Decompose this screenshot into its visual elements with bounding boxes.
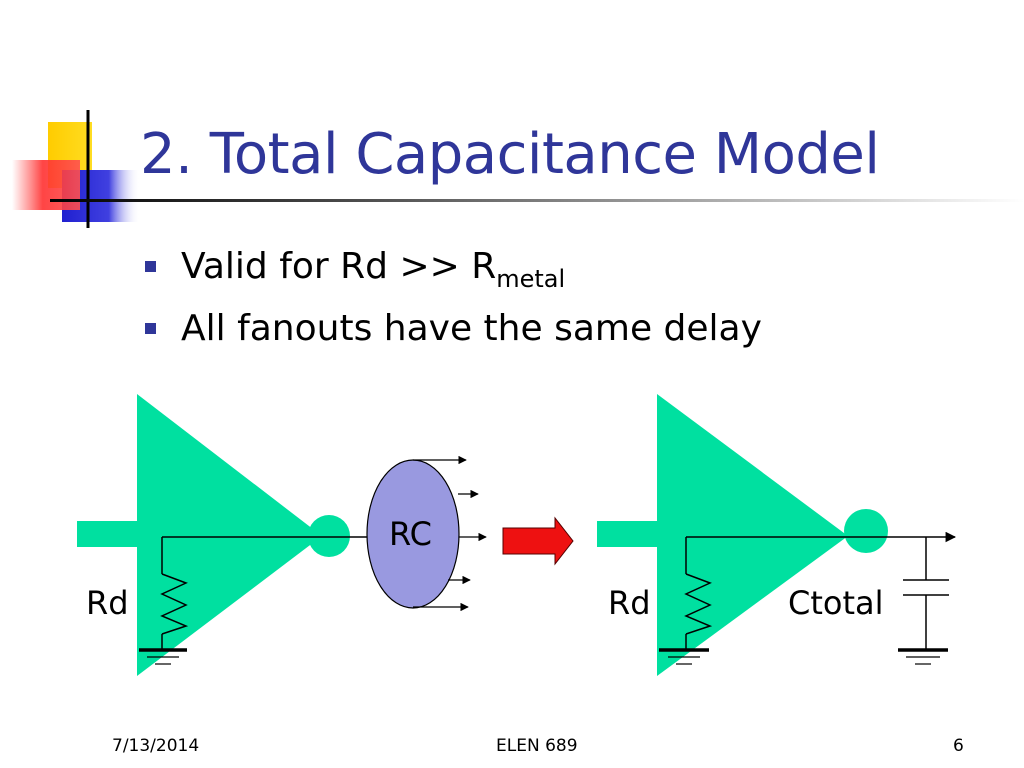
right-input-stub	[597, 521, 659, 547]
corner-logo	[12, 110, 140, 228]
rc-network	[366, 455, 487, 612]
left-resistor-zigzag	[160, 573, 189, 635]
bullet-subscript: metal	[496, 265, 566, 293]
rc-label: RC	[389, 515, 432, 553]
ctotal-label: Ctotal	[788, 584, 884, 622]
left-ground-icon	[139, 648, 187, 665]
left-output-bubble	[308, 515, 350, 557]
left-input-stub	[77, 521, 139, 547]
bullet-text: Valid for Rd >> Rmetal	[181, 246, 566, 293]
bullet-text: All fanouts have the same delay	[181, 308, 762, 349]
footer-course: ELEN 689	[496, 736, 578, 756]
square-bullet-icon	[145, 323, 156, 334]
square-bullet-icon	[145, 261, 156, 272]
right-driver	[597, 394, 957, 676]
footer-date: 7/13/2014	[112, 736, 200, 756]
transform-arrow-icon	[502, 516, 574, 566]
right-resistor-zigzag	[684, 573, 713, 635]
capacitor-ground-icon	[898, 648, 948, 665]
slide-title: 2. Total Capacitance Model	[140, 122, 880, 187]
footer-page-number: 6	[953, 736, 964, 756]
left-driver	[77, 394, 370, 676]
right-output-bubble	[844, 509, 888, 553]
title-underline	[50, 199, 1024, 202]
right-ground-icon	[659, 648, 709, 665]
capacitor-icon	[903, 537, 949, 650]
right-rd-label: Rd	[608, 584, 651, 622]
left-rd-label: Rd	[86, 584, 129, 622]
right-buffer-triangle	[657, 394, 848, 676]
